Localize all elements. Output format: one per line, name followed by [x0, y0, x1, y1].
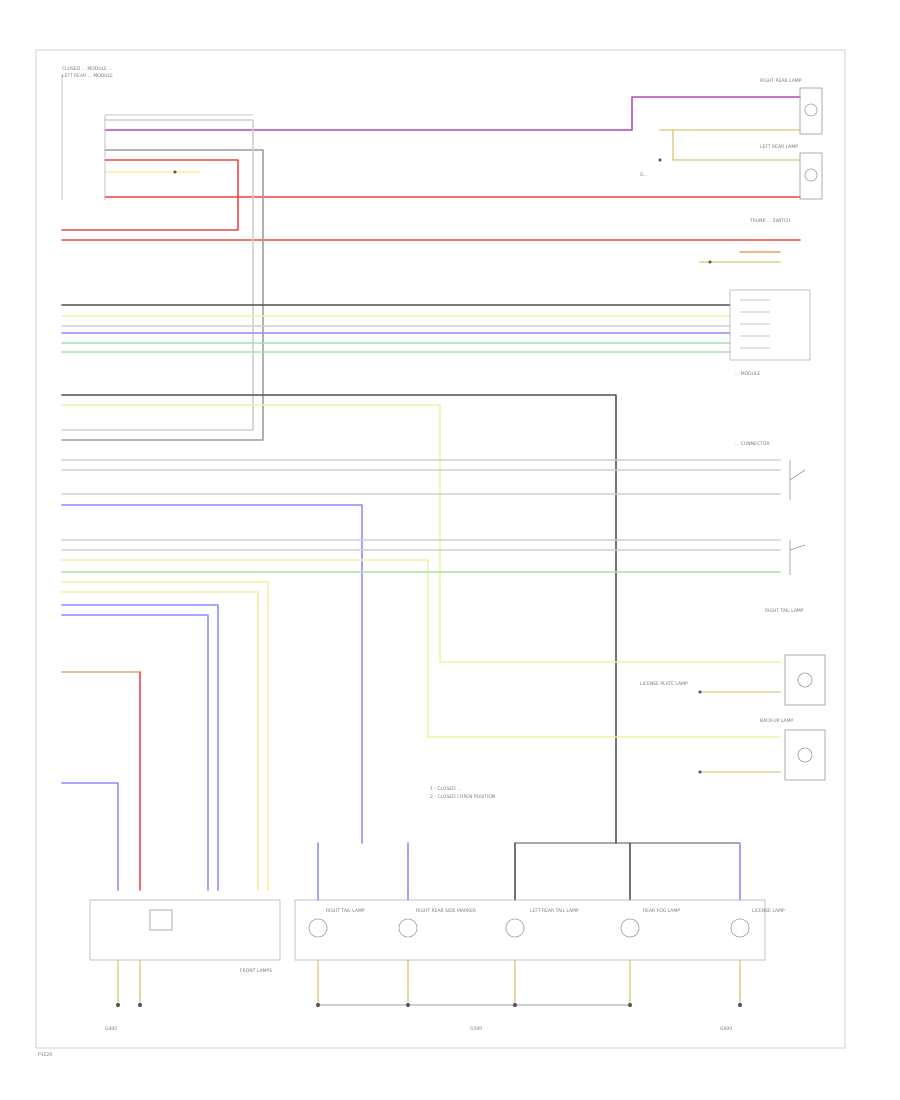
front-lamps-module-box: [89, 899, 281, 961]
wire-gray-loop: [61, 149, 264, 441]
splice-dot: [698, 770, 702, 774]
wire-yellow-long: [61, 404, 781, 663]
ground-label-2: G500: [470, 1026, 482, 1032]
hatch-module-label: ... MODULE: [735, 371, 760, 377]
plate-lamp-label: LICENSE PLATE LAMP: [640, 681, 688, 687]
diagram-frame: [35, 49, 846, 1049]
left-rear-lamp-bulb: [804, 168, 818, 182]
right-rear-lamp-box: [799, 87, 823, 135]
bottom-lamp-5-bulb: [730, 918, 750, 938]
left-module-title: CLOSED ... MODULE ...: [62, 66, 113, 72]
left-module-sub: LEFT REAR ... MODULE: [62, 73, 113, 79]
ground-dot: [738, 1003, 742, 1007]
left-module-outline: [61, 75, 253, 200]
back-left-lamp-bulb: [797, 747, 813, 763]
bottom-lamp-2-bulb: [398, 918, 418, 938]
hatch-connector-ticks: [740, 299, 770, 349]
bottom-lamp-group-box: [294, 899, 766, 961]
connector-right-icon: [789, 540, 806, 575]
ground-dot: [138, 1003, 142, 1007]
splice-dot: [173, 170, 177, 174]
switch-label: TRUNK ... SWITCH: [749, 218, 790, 224]
legend-line-1: 1 - CLOSED ...: [430, 786, 461, 792]
ground-dots: [116, 158, 742, 1007]
ground-label-1: G400: [105, 1026, 117, 1032]
wire-yellow-low-1: [61, 559, 781, 738]
footer-code: P1E2R: [38, 1052, 52, 1058]
wire-blue-left: [61, 782, 119, 891]
ground-label-3: G600: [720, 1026, 732, 1032]
splice-dot: [698, 690, 702, 694]
ground-dot: [116, 1003, 120, 1007]
bottom-lamp-3-bulb: [505, 918, 525, 938]
wire-dark-long: [61, 394, 617, 844]
wire-violet-top: [104, 96, 801, 131]
wire-gray-loop-2: [61, 119, 254, 431]
ground-dot: [513, 1003, 517, 1007]
front-lamps-label: FRONT LAMPS: [240, 968, 272, 974]
right-rear-lamp-bulb: [804, 103, 818, 117]
wire-blue-low-2: [61, 614, 209, 891]
back-left-label: BACK-UP LAMP: [760, 718, 793, 724]
bottom-lamp-4-bulb: [620, 918, 640, 938]
bottom-lamp-label: RIGHT TAIL LAMP: [326, 908, 365, 914]
plate-lamp-bulb: [797, 672, 813, 688]
bottom-lamp-1-bulb: [308, 918, 328, 938]
plate-lamp-box: [784, 654, 826, 706]
wire-blue-mid: [61, 504, 363, 844]
splice-dot: [708, 260, 712, 264]
connector-right-label: ... CONNECTOR: [735, 441, 770, 447]
wire-yellow-low-2: [61, 581, 269, 891]
bottom-lamp-label: LICENSE LAMP: [752, 908, 785, 914]
splice-dot: [658, 158, 662, 162]
wire-tan-2: [672, 129, 801, 161]
legend-line-2: 2 - CLOSED / OPEN POSITION: [430, 794, 495, 800]
ground-dot: [628, 1003, 632, 1007]
hatch-connector-box: [729, 289, 811, 361]
ground-note-label: G...: [640, 172, 648, 178]
right-rear-lamp-label: RIGHT REAR LAMP: [760, 78, 802, 84]
wires-group: [61, 96, 801, 1006]
front-lamp-relay: [149, 909, 173, 931]
bottom-lamp-label: RIGHT REAR SIDE MARKER: [416, 908, 476, 914]
wire-red-loop: [61, 159, 239, 231]
ground-dot: [406, 1003, 410, 1007]
wire-blue-low-1: [61, 604, 219, 891]
left-rear-lamp-label: LEFT REAR LAMP: [760, 144, 798, 150]
ground-dot: [316, 1003, 320, 1007]
left-rear-lamp-box: [799, 152, 823, 200]
back-left-lamp-box: [784, 729, 826, 781]
bottom-lamp-label: REAR FOG LAMP: [643, 908, 680, 914]
wire-yellow-low-3: [61, 591, 259, 891]
bottom-lamp-label: LEFT REAR TAIL LAMP: [530, 908, 579, 914]
switch-icon: [789, 460, 806, 500]
right-tail-label: RIGHT TAIL LAMP: [765, 608, 804, 614]
